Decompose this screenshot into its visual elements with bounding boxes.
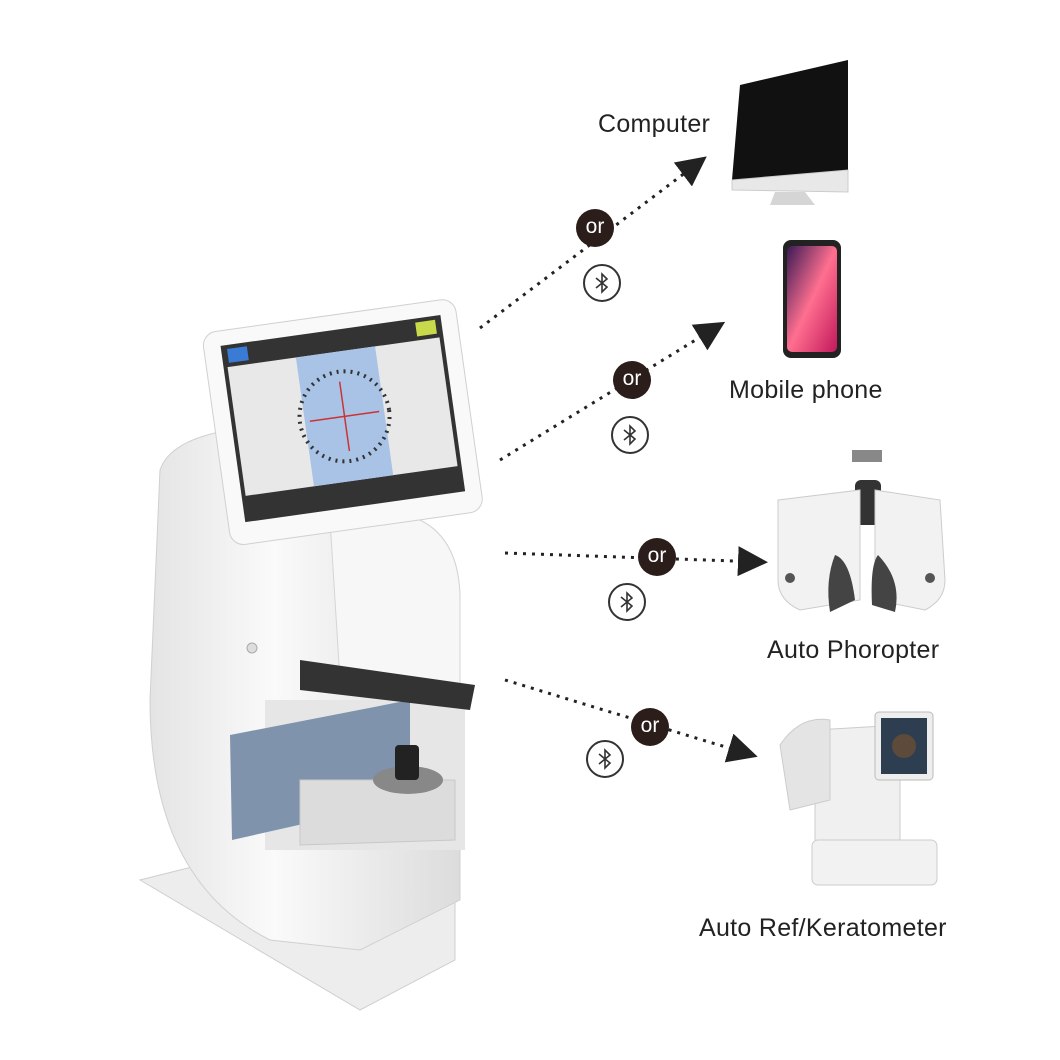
- arrow-to-auto-phoropter: [504, 546, 768, 577]
- arrow-to-computer: [479, 156, 707, 330]
- bluetooth-icon: [611, 416, 649, 454]
- or-badge-mobile-phone: or: [613, 361, 651, 399]
- computer-label: Computer: [598, 110, 711, 138]
- bluetooth-icon: [583, 264, 621, 302]
- or-badge-auto-phoropter: or: [638, 538, 676, 576]
- auto-ref-keratometer-image: [779, 711, 938, 886]
- auto-phoropter-image: [777, 450, 946, 612]
- or-badge-auto-ref: or: [631, 708, 669, 746]
- bluetooth-icon: [586, 740, 624, 778]
- computer-image: [731, 60, 849, 205]
- mobile-phone-label: Mobile phone: [729, 376, 883, 404]
- or-badge-computer: or: [576, 209, 614, 247]
- lensmeter-device-image: [138, 299, 483, 1011]
- auto-phoropter-label: Auto Phoropter: [767, 636, 940, 664]
- arrow-to-auto-ref: [504, 678, 758, 763]
- bluetooth-icon: [608, 583, 646, 621]
- arrow-to-mobile-phone: [499, 321, 726, 462]
- auto-ref-keratometer-label: Auto Ref/Keratometer: [699, 914, 947, 942]
- mobile-phone-image: [783, 240, 841, 358]
